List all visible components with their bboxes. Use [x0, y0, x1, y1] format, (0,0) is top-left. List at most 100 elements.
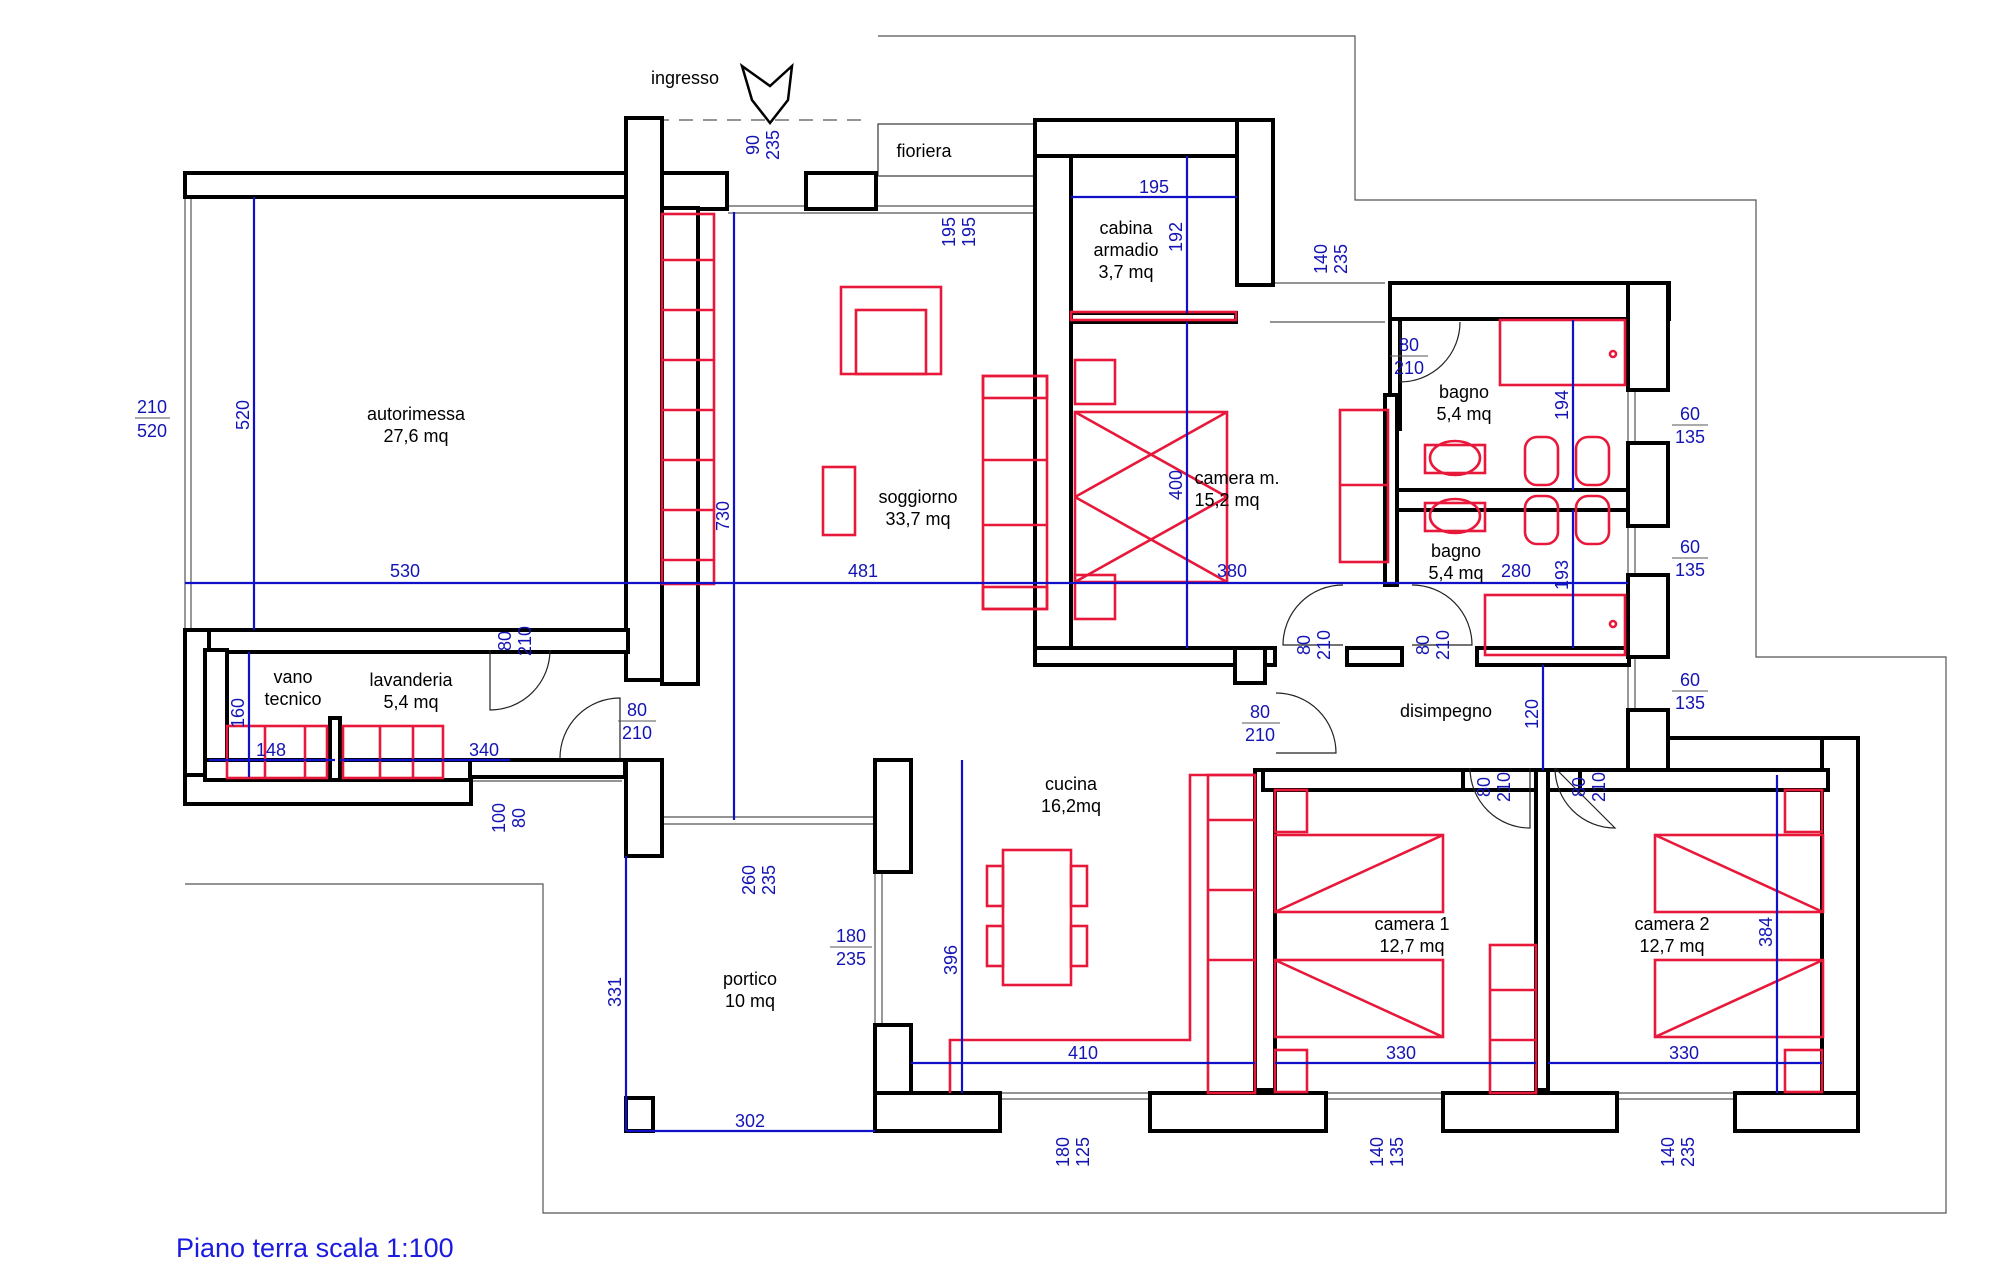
dim-label: 396: [941, 945, 961, 975]
dim-label: 192: [1166, 222, 1186, 252]
dim-label: 530: [390, 561, 420, 581]
svg-text:180: 180: [836, 926, 866, 946]
lot-boundary: [185, 35, 1947, 1214]
svg-text:135: 135: [1675, 693, 1705, 713]
dim-label: 380: [1217, 561, 1247, 581]
dimension-labels: 530 481 380 280 520 730 195 192 400 194 …: [228, 177, 1776, 1131]
svg-text:140: 140: [1658, 1137, 1678, 1167]
svg-text:210: 210: [1394, 358, 1424, 378]
svg-text:195: 195: [959, 217, 979, 247]
svg-text:235: 235: [1678, 1137, 1698, 1167]
svg-text:195: 195: [939, 217, 959, 247]
opening-label: 180 235: [830, 926, 872, 969]
opening-label: 180 125: [1053, 1137, 1093, 1167]
svg-text:235: 235: [759, 865, 779, 895]
opening-label: 80 210: [1242, 702, 1280, 745]
svg-text:100: 100: [489, 803, 509, 833]
svg-text:210: 210: [1494, 772, 1514, 802]
dim-label: 195: [1139, 177, 1169, 197]
svg-text:210: 210: [622, 723, 652, 743]
entrance-label: ingresso: [651, 68, 719, 88]
dim-label: 193: [1552, 560, 1572, 590]
room-area: 10 mq: [725, 991, 775, 1011]
dim-label: 481: [848, 561, 878, 581]
doors: [489, 321, 1617, 829]
dim-label: 410: [1068, 1043, 1098, 1063]
room-name: bagno: [1431, 541, 1481, 561]
svg-text:210: 210: [1245, 725, 1275, 745]
dim-label: 730: [713, 501, 733, 531]
svg-text:80: 80: [1474, 777, 1494, 797]
opening-label: 140 135: [1367, 1137, 1407, 1167]
entrance-arrow-icon: [739, 62, 794, 126]
svg-text:60: 60: [1680, 537, 1700, 557]
svg-text:80: 80: [627, 700, 647, 720]
room-name: tecnico: [264, 689, 321, 709]
dim-label: 330: [1669, 1043, 1699, 1063]
svg-text:60: 60: [1680, 404, 1700, 424]
svg-text:80: 80: [1569, 777, 1589, 797]
room-name: cabina: [1099, 218, 1153, 238]
opening-label: 80 210: [1474, 772, 1514, 802]
room-area: 5,4 mq: [383, 692, 438, 712]
svg-text:135: 135: [1675, 560, 1705, 580]
dimension-lines: [185, 156, 1822, 1133]
room-name: vano: [273, 667, 312, 687]
opening-label: 80 210: [1390, 335, 1428, 378]
opening-label: 80 210: [1413, 630, 1453, 660]
room-name: camera m.: [1194, 468, 1279, 488]
opening-label: 60 135: [1672, 404, 1708, 447]
dim-label: 302: [735, 1111, 765, 1131]
room-name: armadio: [1093, 240, 1158, 260]
opening-label: 210 520: [135, 397, 170, 441]
opening-label: 80 210: [1294, 630, 1334, 660]
opening-label: 195 195: [939, 217, 979, 247]
svg-text:140: 140: [1311, 244, 1331, 274]
dim-label: 148: [256, 740, 286, 760]
opening-label: 80 210: [495, 626, 535, 656]
dim-label: 384: [1756, 917, 1776, 947]
room-area: 16,2mq: [1041, 796, 1101, 816]
room-name: camera 1: [1374, 914, 1449, 934]
svg-text:235: 235: [1331, 244, 1351, 274]
svg-text:80: 80: [1399, 335, 1419, 355]
svg-text:210: 210: [515, 626, 535, 656]
fioriera-box: [877, 123, 1036, 177]
svg-text:210: 210: [1314, 630, 1334, 660]
plan-title: Piano terra scala 1:100: [176, 1233, 454, 1263]
dim-label: 120: [1522, 699, 1542, 729]
room-area: 12,7 mq: [1379, 936, 1444, 956]
svg-text:235: 235: [836, 949, 866, 969]
dim-label: 520: [233, 400, 253, 430]
svg-text:210: 210: [137, 397, 167, 417]
room-name: bagno: [1439, 382, 1489, 402]
dim-label: 400: [1166, 470, 1186, 500]
opening-labels: 90 235 195 195 140 235 210 520 80 210 60…: [135, 130, 1708, 1167]
room-labels: ingresso fioriera cabina armadio 3,7 mq …: [264, 68, 1709, 1011]
dim-label: 340: [469, 740, 499, 760]
opening-label: 260 235: [739, 865, 779, 895]
room-name: disimpegno: [1400, 701, 1492, 721]
windows: [184, 196, 1735, 1100]
furniture: [225, 212, 1825, 1095]
svg-text:235: 235: [763, 130, 783, 160]
room-name: autorimessa: [367, 404, 466, 424]
room-area: 27,6 mq: [383, 426, 448, 446]
room-area: 3,7 mq: [1098, 262, 1153, 282]
room-area: 5,4 mq: [1436, 404, 1491, 424]
dim-label: 280: [1501, 561, 1531, 581]
dim-label: 330: [1386, 1043, 1416, 1063]
svg-text:80: 80: [495, 631, 515, 651]
svg-text:260: 260: [739, 865, 759, 895]
svg-text:135: 135: [1387, 1137, 1407, 1167]
room-area: 12,7 mq: [1639, 936, 1704, 956]
opening-label: 80 210: [618, 700, 656, 743]
svg-text:80: 80: [509, 808, 529, 828]
svg-text:80: 80: [1413, 635, 1433, 655]
svg-text:60: 60: [1680, 670, 1700, 690]
opening-label: 60 135: [1672, 537, 1708, 580]
room-name: lavanderia: [369, 670, 453, 690]
svg-text:80: 80: [1250, 702, 1270, 722]
dim-label: 160: [228, 698, 248, 728]
